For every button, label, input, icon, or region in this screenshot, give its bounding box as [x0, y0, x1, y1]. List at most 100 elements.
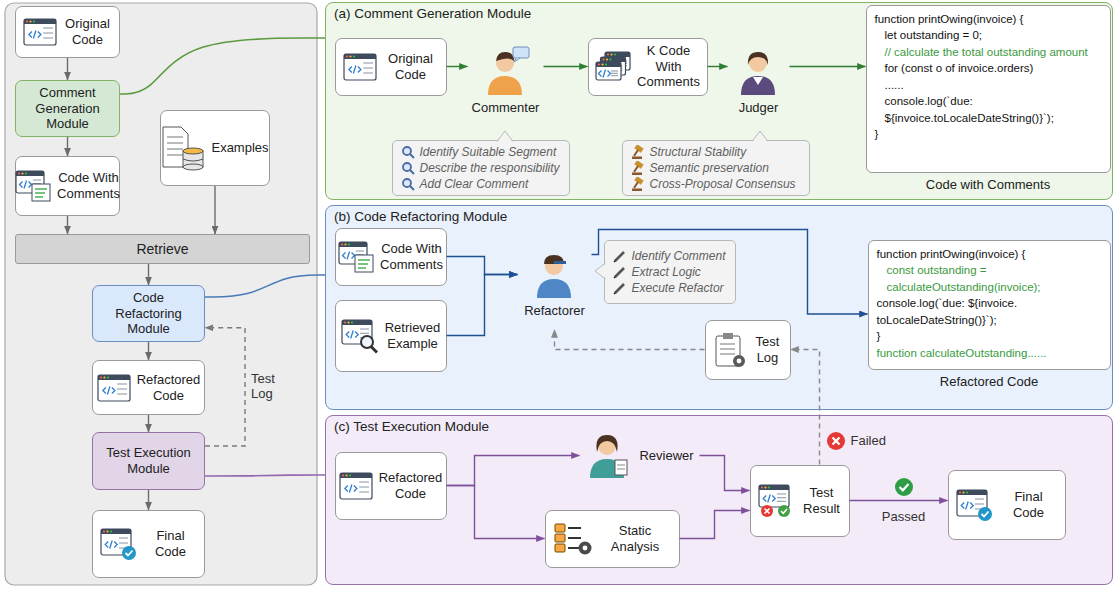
label-group: Test Log [753, 334, 783, 365]
label-group: Test Result [802, 485, 842, 516]
code-glyph [29, 31, 41, 39]
agent-name: Commenter [472, 100, 540, 115]
edge-label-text: Failed [851, 433, 886, 449]
code-line [359, 481, 369, 482]
code-line [777, 493, 786, 494]
window-dot [107, 376, 109, 378]
code-line [117, 388, 127, 389]
module-panel: (b) Code Refactoring ModuleCode With Com… [325, 205, 1113, 410]
check-mark [981, 511, 988, 516]
document-line [167, 155, 183, 156]
code-icon [343, 52, 377, 82]
figure-body [488, 76, 522, 95]
database-band [183, 159, 203, 161]
gear-hole [736, 358, 741, 363]
list-marker [555, 524, 565, 532]
commenter-icon [483, 49, 529, 97]
callout-row: Identify Suitable Segment [401, 145, 561, 159]
cross-mark [832, 437, 839, 444]
figure-body [537, 279, 571, 298]
input-box: Refactored Code [335, 452, 447, 520]
window-frame [759, 485, 789, 507]
flow-arrow [67, 58, 68, 80]
window-dot [106, 530, 108, 532]
list-marker [555, 544, 565, 552]
window-bar [340, 473, 372, 478]
callout-tail [497, 131, 513, 141]
feedback-arrow [791, 350, 820, 465]
code-glyph [345, 484, 357, 492]
code-line: const outstanding = calculateOutstanding… [877, 262, 1102, 295]
code-line: console.log(`due: ${invoice.toLocaleDate… [875, 93, 1102, 126]
judge-collar [753, 77, 763, 85]
magnifier-handle [410, 186, 414, 190]
cap-brim [554, 261, 566, 264]
code-glyph [961, 501, 973, 509]
label-group: Refactored Code [137, 372, 201, 403]
refactorer-icon [532, 252, 578, 300]
code-line [43, 37, 53, 38]
retrieve-bar: Retrieve [15, 234, 310, 264]
window-dot [348, 243, 350, 245]
magnifier-handle [410, 154, 414, 158]
node-label: Code With Comments [57, 170, 120, 201]
window-dot [345, 55, 347, 57]
edge-label-text: Passed [882, 509, 925, 525]
code-line: for (const o of invoice.orders) [875, 60, 1102, 77]
callout-row: Semantic preservation [631, 161, 801, 175]
figure-hair [496, 52, 514, 61]
node-label: Refactored Code [137, 372, 201, 403]
comment-line [358, 267, 366, 269]
callout-row: Describe the responsibility [401, 161, 561, 175]
code-line [43, 27, 53, 28]
code-line [119, 537, 128, 538]
list-line [568, 527, 581, 529]
window-dot [601, 63, 603, 65]
node-label: Original Code [63, 16, 112, 47]
code-glyph [763, 494, 775, 502]
window-dot [965, 491, 967, 493]
database-base [183, 164, 203, 170]
window-dot [609, 58, 611, 60]
window-frame [98, 375, 130, 401]
callout-item: Identify Comment [632, 249, 726, 263]
window-dot [605, 63, 607, 65]
feedback-arrow [555, 330, 705, 350]
document-line [167, 149, 183, 150]
code-line [119, 542, 128, 543]
final-icon [956, 488, 994, 522]
code-line [777, 500, 786, 501]
code-line [975, 498, 984, 499]
code-glyph [346, 330, 358, 338]
comment-sheet [32, 184, 50, 201]
code-caption: Code with Comments [866, 177, 1111, 192]
node-label: Refactored Code [379, 470, 443, 501]
callout-item: Describe the responsibility [420, 161, 560, 175]
agent-figure: Refactorer [518, 240, 592, 330]
window-dot [614, 53, 616, 55]
label-group: Code Refactoring Module [100, 290, 197, 337]
log-box: Test Log [705, 320, 791, 380]
code-line [359, 491, 369, 492]
flow-arrow [148, 264, 149, 285]
code-line: function printOwing(invoice) { [877, 246, 1102, 263]
artifact-box: Refactored Code [92, 360, 205, 415]
window-frame [340, 473, 372, 499]
code-caption: Refactored Code [868, 374, 1111, 389]
code-listing: function printOwing(invoice) {let outsta… [866, 5, 1111, 192]
window-dot [103, 530, 105, 532]
figure-body [741, 76, 775, 95]
pen-tip [614, 276, 616, 278]
zoom-link [205, 275, 325, 297]
comment-sheet [355, 255, 373, 272]
label-group: Comment Generation Module [23, 85, 112, 132]
code-line [777, 497, 786, 498]
callout-item: Semantic preservation [650, 161, 769, 175]
agent-name: Judger [739, 100, 779, 115]
code-line [975, 503, 984, 504]
code-line: let outstanding = 0; [875, 27, 1102, 44]
gear [578, 541, 591, 554]
window-dot [351, 321, 353, 323]
document-line [167, 143, 183, 144]
